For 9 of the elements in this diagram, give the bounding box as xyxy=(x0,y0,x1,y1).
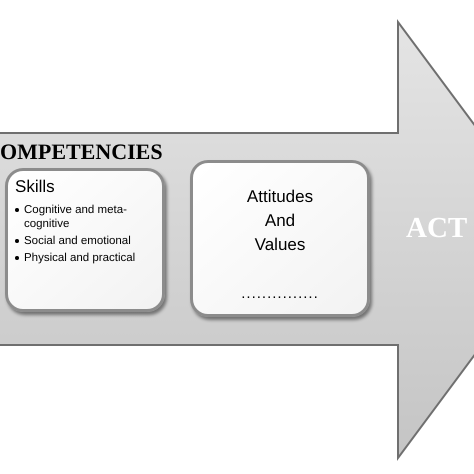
heading-text: OMPETENCIES xyxy=(0,139,163,165)
bullet-item: Social and emotional xyxy=(15,234,155,248)
box-heading: Attitudes And Values xyxy=(246,186,314,256)
ellipsis-text: ............... xyxy=(241,284,319,304)
bullet-item: Cognitive and meta-cognitive xyxy=(15,203,155,231)
bullet-item: Physical and practical xyxy=(15,251,155,265)
rounded-box xyxy=(5,168,165,312)
rounded-box xyxy=(190,160,370,317)
box-heading: Skills xyxy=(15,177,56,197)
